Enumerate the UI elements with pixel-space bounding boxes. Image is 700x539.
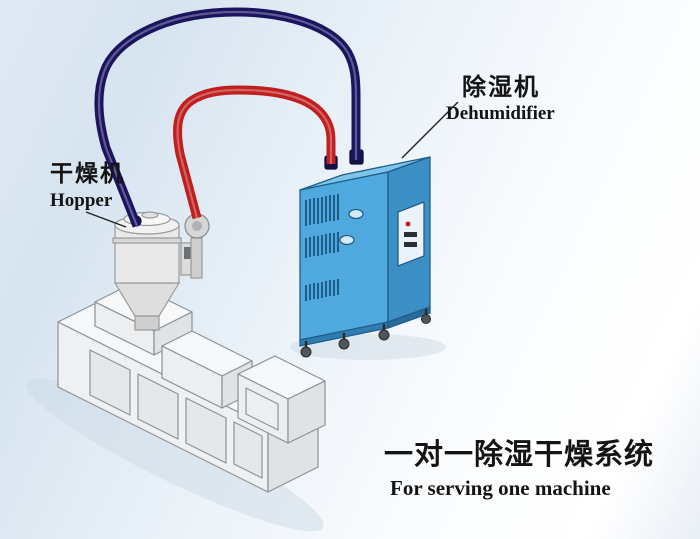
cabinet-indicator — [339, 234, 355, 246]
cabinet-indicator — [348, 208, 364, 220]
dehumidifier-label-zh: 除湿机 — [462, 73, 540, 101]
hopper-duct — [190, 237, 203, 279]
hopper-dryer — [112, 211, 210, 331]
vent-grille — [305, 232, 339, 258]
machine-door — [233, 421, 263, 479]
machine-door — [89, 349, 131, 416]
vent-grille — [305, 279, 339, 301]
dehumidifier-cabinet — [299, 149, 431, 358]
navy-hose — [94, 7, 361, 228]
casters — [300, 309, 431, 358]
red-hose — [173, 85, 336, 220]
vent-grille — [305, 194, 339, 226]
hopper-label-zh: 干燥机 — [50, 161, 125, 187]
hopper-label-en: Hopper — [50, 190, 113, 211]
hopper-leader-line — [85, 211, 127, 228]
system-caption-en: For serving one machine — [390, 476, 611, 500]
extruder-machine — [57, 282, 326, 493]
machine-door — [137, 373, 179, 440]
dehumidifier-label-en: Dehumidifier — [446, 103, 555, 124]
machine-door — [185, 397, 227, 464]
dehumidifier-leader-line — [401, 101, 459, 159]
system-caption-zh: 一对一除湿干燥系统 — [384, 437, 655, 471]
